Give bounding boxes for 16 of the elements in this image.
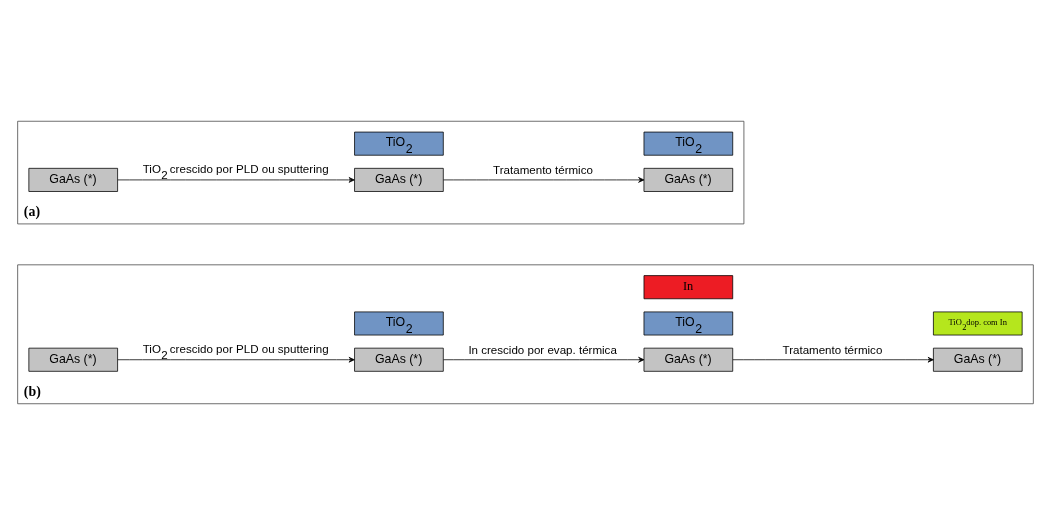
arrow: [443, 356, 645, 363]
arrow: [443, 176, 645, 183]
edge-label: Tratamento térmico: [782, 343, 883, 356]
node-box: GaAs (*): [354, 347, 444, 372]
arrow: [117, 176, 355, 183]
node-box: GaAs (*): [28, 167, 118, 192]
edge-label: Tratamento térmico: [493, 163, 593, 176]
node-box: GaAs (*): [28, 347, 118, 372]
node-box: In: [643, 274, 734, 299]
node-box: GaAs (*): [354, 167, 444, 192]
edge-label: In crescido por evap. térmica: [468, 343, 617, 356]
arrow: [732, 356, 934, 363]
node-box: GaAs (*): [643, 167, 734, 192]
arrow: [117, 356, 355, 363]
node-box: GaAs (*): [643, 347, 734, 372]
node-box: GaAs (*): [933, 347, 1023, 372]
